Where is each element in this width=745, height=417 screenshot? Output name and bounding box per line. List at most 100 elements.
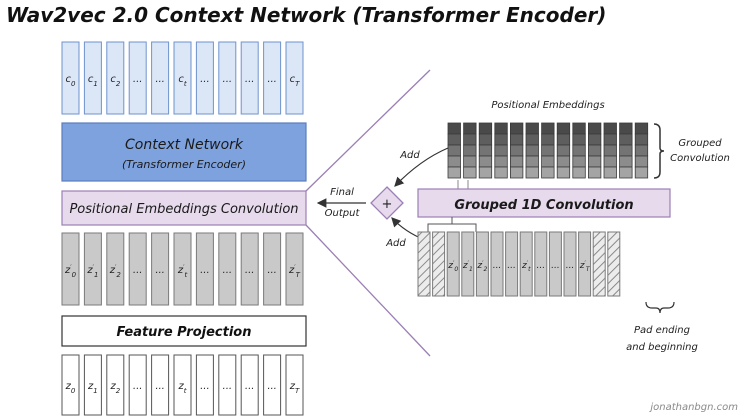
embedding-cell xyxy=(494,133,508,146)
positional-embeddings-label: Positional Embeddings xyxy=(491,100,604,111)
context-vector-token: ... xyxy=(200,74,210,85)
add-bottom-label: Add xyxy=(385,238,406,249)
z-prime-vector-cell xyxy=(128,232,147,306)
context-vector-cell xyxy=(240,41,259,115)
diagram-title: Wav2vec 2.0 Context Network (Transformer… xyxy=(6,3,606,27)
embedding-cell xyxy=(509,155,524,168)
z-vector-subscript: t xyxy=(184,387,187,395)
embedding-cell xyxy=(556,144,571,157)
input-vector-cell xyxy=(519,231,533,297)
input-vector-prime: ′ xyxy=(468,260,470,267)
positional-conv-box xyxy=(61,190,307,226)
feature-projection-label: Feature Projection xyxy=(117,325,252,340)
input-vector-subscript: 1 xyxy=(469,266,473,273)
z-prime-vector-cell xyxy=(151,232,170,306)
context-vector-cell xyxy=(173,41,192,115)
embedding-cell xyxy=(634,133,649,146)
z-prime-vector-cell xyxy=(218,232,237,306)
z-prime-vector-token: ... xyxy=(155,265,165,276)
embedding-cell xyxy=(525,144,539,157)
z-prime-vector-subscript: T xyxy=(296,271,301,279)
context-vector-subscript: T xyxy=(295,80,300,88)
embedding-cell xyxy=(463,155,477,168)
embedding-cell xyxy=(572,155,586,168)
z-vector-token: z0 xyxy=(65,381,76,395)
z-prime-vector-cell xyxy=(173,232,192,306)
context-vector-token: c2 xyxy=(110,74,121,88)
grouped-1d-conv-label: Grouped 1D Convolution xyxy=(454,198,633,213)
context-vector-token: ... xyxy=(223,74,233,85)
embedding-cell xyxy=(525,155,539,168)
zoom-line-top xyxy=(305,69,431,192)
embedding-cell xyxy=(541,166,555,179)
embedding-cell xyxy=(478,155,493,168)
z-vector-subscript: 1 xyxy=(93,387,97,395)
context-vector-subscript: 0 xyxy=(71,80,76,88)
positional-conv-label: Positional Embeddings Convolution xyxy=(69,202,298,217)
z-prime-vector-cell xyxy=(263,232,282,306)
embedding-cell xyxy=(619,122,633,135)
z-vector-token: z2 xyxy=(109,381,120,395)
embedding-cell xyxy=(494,155,508,168)
embedding-cell xyxy=(525,166,539,179)
embedding-cell xyxy=(556,133,571,146)
input-vector-subscript: T xyxy=(586,266,591,273)
context-vector-subscript: t xyxy=(184,80,187,88)
input-vector-token: ... xyxy=(493,261,502,271)
embedding-cell xyxy=(463,144,477,157)
context-vector-subscript: 1 xyxy=(93,80,97,88)
z-prime-vector-subscript: 2 xyxy=(116,271,121,279)
z-vector-subscript: 0 xyxy=(71,387,76,395)
z-vector-cell xyxy=(106,354,125,416)
input-vector-token: z′1 xyxy=(462,260,473,273)
z-prime-vector-token: ... xyxy=(223,265,233,276)
input-vector-cell xyxy=(505,231,519,297)
embedding-cell xyxy=(603,133,617,146)
embedding-cell xyxy=(494,166,508,179)
context-vector-cell xyxy=(128,41,147,115)
grouped-convolution-label-1: Grouped xyxy=(678,138,722,149)
context-vector-cell xyxy=(151,41,170,115)
context-vector-cell xyxy=(195,41,214,115)
z-vector-token: ... xyxy=(200,381,210,392)
positional-embeddings-grid xyxy=(447,122,649,179)
embedding-cell xyxy=(588,133,602,146)
final-output-label-1: Final xyxy=(330,187,354,198)
padding-cell xyxy=(607,231,621,297)
embedding-cell xyxy=(603,166,617,179)
kernel-bracket xyxy=(427,223,477,232)
embedding-cell xyxy=(588,155,602,168)
input-vector-subscript: 2 xyxy=(484,266,488,273)
z-prime-vector-subscript: 0 xyxy=(72,271,77,279)
embedding-cell xyxy=(478,144,493,157)
context-vector-cell xyxy=(263,41,282,115)
embedding-cell xyxy=(509,133,524,146)
z-vector-cell xyxy=(128,354,147,416)
embedding-cell xyxy=(447,155,461,168)
z-prime-vector-prime: ′ xyxy=(93,264,95,271)
embedding-cell xyxy=(494,122,508,135)
embedding-cell xyxy=(634,122,649,135)
embedding-cell xyxy=(463,133,477,146)
embedding-cell xyxy=(525,122,539,135)
context-vector-cell xyxy=(218,41,237,115)
input-vector-token: z′t xyxy=(521,260,531,273)
z-vector-token: ... xyxy=(223,381,233,392)
embedding-cell xyxy=(447,133,461,146)
z-vector-cell xyxy=(285,354,304,416)
embedding-cell xyxy=(588,144,602,157)
z-vector-token: ... xyxy=(245,381,255,392)
z-vector-cell xyxy=(61,354,80,416)
z-prime-vector-prime: ′ xyxy=(294,264,296,271)
z-prime-vector-cell xyxy=(106,232,125,306)
z-vector-token: zT xyxy=(289,381,300,395)
input-vector-subscript: t xyxy=(528,266,531,273)
embedding-cell xyxy=(509,144,524,157)
context-vector-token: cT xyxy=(290,74,301,88)
zoom-line-bottom xyxy=(305,224,431,357)
z-prime-vector-cell xyxy=(195,232,214,306)
z-prime-vector-token: ... xyxy=(267,265,277,276)
padding-cell xyxy=(432,231,446,297)
